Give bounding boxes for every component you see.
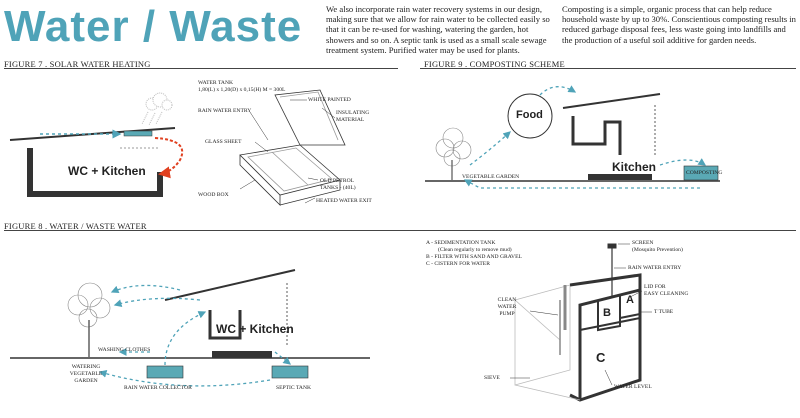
cistern-clean-label-2: WATER bbox=[497, 304, 517, 310]
fig8-watering-label-2: VEGETABLE bbox=[69, 371, 103, 377]
fig9-food-bubble bbox=[507, 93, 553, 139]
fig9-kitchen-label: Kitchen bbox=[612, 160, 657, 174]
figure-7-title: FIGURE 7 . SOLAR WATER HEATING bbox=[4, 59, 151, 69]
fig7-house-section bbox=[27, 148, 163, 197]
fig9-compost-bin bbox=[683, 165, 719, 181]
cistern-clean-label-1: CLEAN bbox=[497, 297, 517, 303]
fig8-room-label: WC + Kitchen bbox=[216, 322, 294, 336]
figure-9-title: FIGURE 9 . COMPOSTING SCHEME bbox=[424, 59, 565, 69]
fig8-counter bbox=[212, 351, 272, 358]
divider-fig8 bbox=[4, 230, 796, 231]
cistern-label-b: B bbox=[603, 307, 611, 319]
fig7-heat-arrow bbox=[154, 137, 184, 179]
fig9-arrow-compost-to-garden bbox=[463, 179, 700, 189]
cistern-leader-lines bbox=[510, 243, 652, 386]
cistern-sieve-label: SIEVE bbox=[484, 375, 500, 381]
fig9-house bbox=[571, 116, 622, 155]
divider-fig7 bbox=[4, 68, 398, 69]
fig7-material-label: MATERIAL bbox=[336, 117, 365, 123]
fig7-water-tank-label: WATER TANK bbox=[198, 80, 234, 86]
cistern-legend-a: A - SEDIMENTATION TANK bbox=[426, 240, 496, 246]
fig7-room-label: WC + Kitchen bbox=[68, 164, 146, 178]
cistern-drawing bbox=[514, 243, 642, 402]
fig8-house bbox=[208, 310, 242, 340]
cistern-label-a: A bbox=[626, 294, 634, 306]
cistern-water-level-label: WATER LEVEL bbox=[614, 384, 652, 390]
figure-8-title: FIGURE 8 . WATER / WASTE WATER bbox=[4, 221, 147, 231]
fig7-solar-heater bbox=[239, 89, 346, 206]
fig8-roof bbox=[164, 269, 296, 301]
fig7-wood-box-label: WOOD BOX bbox=[198, 192, 229, 198]
intro-paragraph: We also incorporate rain water recovery … bbox=[326, 4, 550, 55]
page-title: Water / Waste bbox=[4, 2, 303, 51]
fig7-cloud-icon bbox=[141, 92, 173, 126]
fig8-septic-tank bbox=[271, 365, 309, 379]
fig7-roof bbox=[9, 127, 176, 141]
fig7-heated-exit-label: HEATED WATER EXIT bbox=[316, 198, 372, 204]
fig8-watering-label-1: WATERING bbox=[71, 364, 101, 370]
fig9-tree bbox=[435, 127, 472, 180]
fig9-composting-label: COMPOSTING bbox=[686, 170, 723, 176]
fig9-food-label: Food bbox=[516, 109, 543, 121]
fig7-tank-dims-label: 1,80(L) x 1,20(D) x 0,15(H) M = 300L bbox=[198, 87, 286, 93]
cistern-label-c: C bbox=[596, 350, 606, 365]
fig7-solar-panel bbox=[123, 130, 153, 137]
cistern-lid-label-2: EASY CLEANING bbox=[644, 291, 689, 297]
cistern-lid-label-1: LID FOR bbox=[644, 284, 666, 290]
fig8-arrow-roof-to-left bbox=[110, 284, 181, 294]
fig8-arrow-collector-up bbox=[164, 311, 207, 366]
fig7-old-petrol-label: OLD PETROL bbox=[320, 178, 355, 184]
fig8-watering-label-3: GARDEN bbox=[74, 378, 98, 384]
composting-paragraph: Composting is a simple, organic process … bbox=[562, 4, 796, 45]
fig9-arrow-garden-to-food bbox=[469, 131, 511, 166]
cistern-clean-label-3: PUMP bbox=[499, 311, 515, 317]
fig7-insulating-label: INSULATING bbox=[336, 110, 370, 116]
fig9-counter bbox=[588, 174, 652, 180]
cistern-screen-note: (Mosquito Prevention) bbox=[632, 247, 683, 253]
fig9-arrow-food-to-house bbox=[539, 85, 577, 96]
cistern-legend-b: B - FILTER WITH SAND AND GRAVEL bbox=[426, 254, 522, 260]
divider-fig9 bbox=[420, 68, 796, 69]
fig7-rain-entry-label: RAIN WATER ENTRY bbox=[198, 108, 252, 114]
fig8-tree bbox=[67, 282, 111, 357]
fig8-collector-label: RAIN WATER COLLECTOR bbox=[124, 385, 192, 391]
fig9-garden-label: VEGETABLE GARDEN bbox=[462, 174, 520, 180]
fig8-washing-label: WASHING CLOTHES bbox=[98, 347, 151, 353]
fig8-arrow-septic-to-garden bbox=[98, 370, 271, 387]
cistern-legend-a-note: (Clean regularly to remove mud) bbox=[438, 247, 512, 253]
fig7-leader-lines bbox=[239, 99, 336, 204]
fig9-roof bbox=[562, 93, 661, 109]
fig7-white-painted-label: WHITE PAINTED bbox=[308, 97, 351, 103]
cistern-t-tube-label: T TUBE bbox=[654, 309, 674, 315]
cistern-screen-label: SCREEN bbox=[632, 240, 654, 246]
fig9-arrow-kitchen-to-compost bbox=[659, 158, 707, 166]
cistern-rain-entry-label: RAIN WATER ENTRY bbox=[628, 265, 682, 271]
fig8-arrow-roof-to-tree bbox=[113, 297, 201, 307]
fig8-septic-label: SEPTIC TANK bbox=[276, 385, 312, 391]
cistern-legend-c: C - CISTERN FOR WATER bbox=[426, 261, 490, 267]
fig8-rain-collector bbox=[146, 365, 184, 379]
fig7-glass-sheet-label: GLASS SHEET bbox=[205, 139, 242, 145]
fig7-tanks-label: TANKS - (40L) bbox=[320, 185, 356, 191]
